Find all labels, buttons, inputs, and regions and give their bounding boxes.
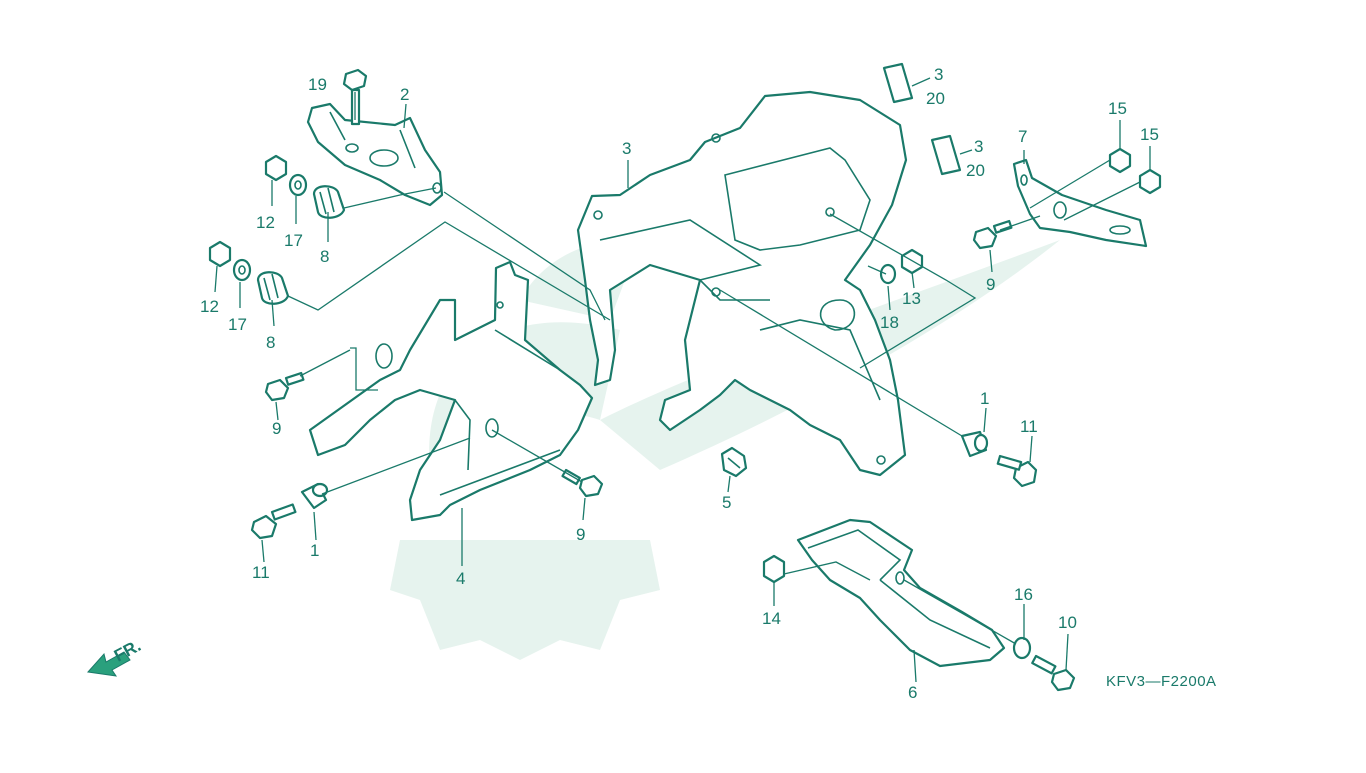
label-5: 5	[722, 493, 731, 512]
label-9-lower: 9	[576, 525, 585, 544]
part-8-grommet-lower	[256, 271, 290, 305]
part-17-washer-lower	[232, 258, 252, 282]
part-15-nut-1	[1108, 147, 1132, 174]
part-9-bolt-lower	[561, 468, 604, 498]
part-17-washer-upper	[288, 173, 308, 197]
diagram-part-code: KFV3—F2200A	[1106, 673, 1217, 690]
part-2-bracket	[306, 102, 444, 207]
part-13-nut	[900, 248, 924, 275]
part-1-collar-right	[960, 430, 989, 458]
label-7: 7	[1018, 127, 1027, 146]
part-12-nut-upper	[264, 154, 288, 182]
part-3-rear-fender	[576, 90, 908, 477]
part-14-nut	[762, 554, 786, 584]
label-14: 14	[762, 609, 781, 628]
label-3-pad-upper: 3	[934, 65, 943, 84]
label-11-left: 11	[252, 563, 270, 582]
part-labels: 19 2 12 17 8 12 17 8 9 3 3 20 3 20 7 15 …	[200, 65, 1159, 702]
label-1-right: 1	[980, 389, 989, 408]
part-11-bolt-right	[996, 454, 1038, 488]
label-11-right: 11	[1020, 417, 1038, 436]
leader-lines	[214, 77, 1151, 683]
label-20-lower: 20	[966, 161, 985, 180]
part-5-clip	[720, 446, 748, 478]
label-17b: 17	[228, 315, 247, 334]
label-12b: 12	[200, 297, 219, 316]
label-20-upper: 20	[926, 89, 945, 108]
label-9-left: 9	[272, 419, 281, 438]
part-6-cover	[796, 518, 1006, 668]
label-6: 6	[908, 683, 917, 702]
label-15-b: 15	[1140, 125, 1159, 144]
part-11-bolt-left	[250, 503, 297, 540]
label-8b: 8	[266, 333, 275, 352]
label-8: 8	[320, 247, 329, 266]
part-4-lower-fender	[308, 260, 594, 522]
label-1-left: 1	[310, 541, 319, 560]
part-10-bolt	[1031, 654, 1076, 692]
part-3-pad-upper	[882, 62, 914, 104]
part-8-grommet-upper	[312, 185, 346, 219]
part-9-bolt-left	[264, 371, 305, 402]
part-12-nut-lower	[208, 240, 232, 268]
label-3-pad-lower: 3	[974, 137, 983, 156]
label-4: 4	[456, 569, 465, 588]
front-direction-arrow: FR.	[87, 636, 144, 677]
label-17: 17	[284, 231, 303, 250]
part-7-bracket	[1012, 158, 1148, 248]
label-19: 19	[308, 75, 327, 94]
part-3-pad-lower	[930, 134, 962, 176]
part-16-washer	[1012, 636, 1032, 660]
label-15-a: 15	[1108, 99, 1127, 118]
label-16: 16	[1014, 585, 1033, 604]
label-18: 18	[880, 313, 899, 332]
label-10: 10	[1058, 613, 1077, 632]
part-18-washer	[879, 263, 897, 285]
part-1-collar-left	[300, 482, 329, 510]
part-9-bolt-right	[972, 219, 1013, 250]
label-9-right: 9	[986, 275, 995, 294]
label-2: 2	[400, 85, 409, 104]
label-13: 13	[902, 289, 921, 308]
part-15-nut-2	[1138, 168, 1162, 195]
label-12: 12	[256, 213, 275, 232]
label-3-main: 3	[622, 139, 631, 158]
